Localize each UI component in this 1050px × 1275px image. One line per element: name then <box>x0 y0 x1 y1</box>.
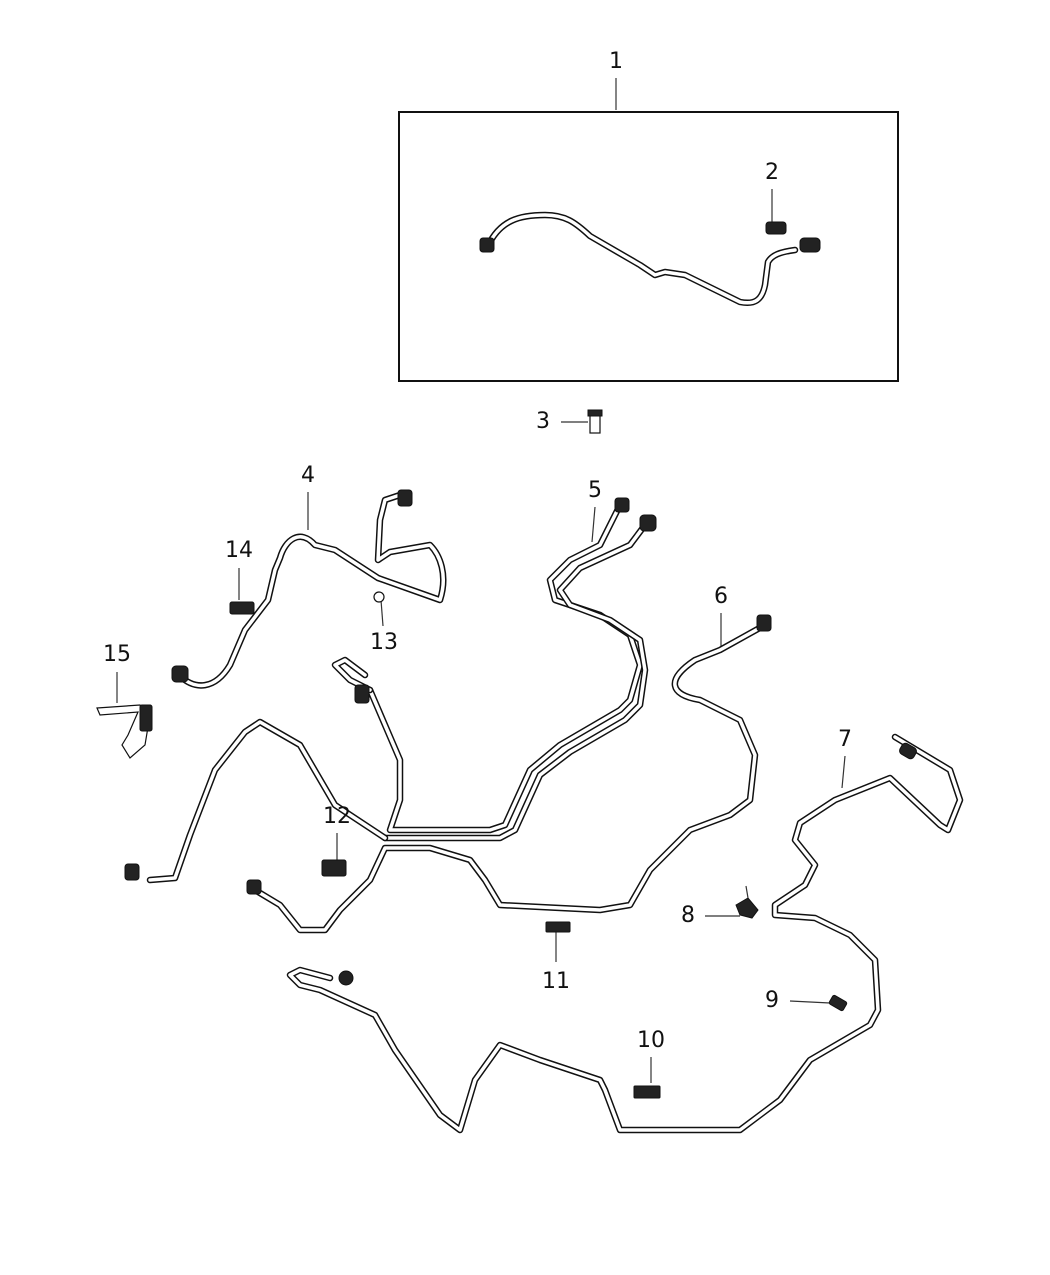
callout-8: 8 <box>681 903 695 928</box>
callout-10: 10 <box>637 1028 665 1053</box>
callout-13: 13 <box>370 630 398 655</box>
callout-2: 2 <box>765 160 779 185</box>
callout-3: 3 <box>536 409 550 434</box>
callout-1: 1 <box>609 49 623 74</box>
clip-12 <box>321 859 347 877</box>
tube-6 <box>246 614 772 934</box>
callout-6: 6 <box>714 584 728 609</box>
retainer-13 <box>373 591 385 603</box>
clip-3 <box>587 409 603 434</box>
callout-9: 9 <box>765 988 779 1013</box>
bracket-15 <box>96 704 153 759</box>
callout-5: 5 <box>588 478 602 503</box>
callout-4: 4 <box>301 463 315 488</box>
callout-14: 14 <box>225 538 253 563</box>
leader-lines <box>116 78 846 1083</box>
clip-10 <box>633 1085 661 1099</box>
kit-frame-1 <box>398 111 899 382</box>
tube-assembly-1 <box>479 211 821 306</box>
clip-14 <box>229 601 255 615</box>
tube-assembly-5 <box>124 497 657 884</box>
clip-11 <box>545 921 571 933</box>
callout-7: 7 <box>838 727 852 752</box>
tube-assembly-4 <box>171 489 447 689</box>
callout-11: 11 <box>542 969 570 994</box>
callout-12: 12 <box>323 804 351 829</box>
bracket-8 <box>735 885 759 919</box>
clip-9 <box>828 994 848 1012</box>
tube-7 <box>286 733 964 1134</box>
callout-15: 15 <box>103 642 131 667</box>
